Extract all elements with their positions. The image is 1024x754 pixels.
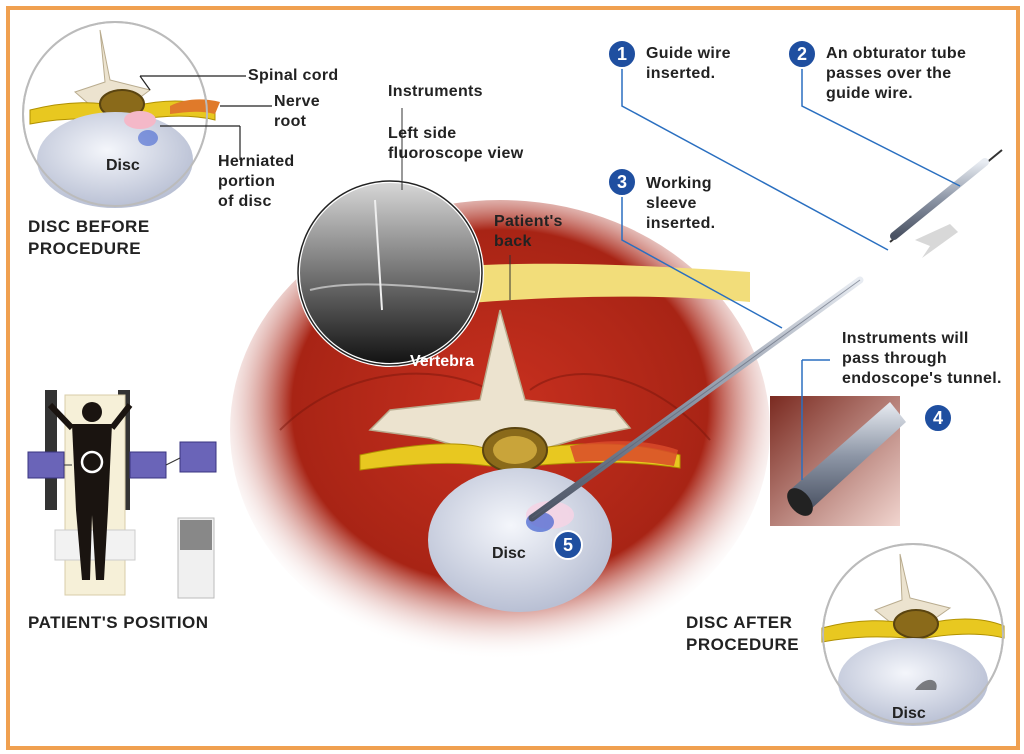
label-disc-after: Disc — [892, 705, 926, 722]
label-herniated-line-3: of disc — [218, 193, 272, 210]
step-leader-lines — [621, 62, 961, 329]
disc-before-illustration — [22, 21, 220, 208]
svg-text:3: 3 — [617, 172, 627, 192]
caption-after-line-1: DISC AFTER — [686, 613, 792, 632]
disc-after-illustration — [821, 543, 1005, 726]
label-vertebra: Vertebra — [410, 353, 474, 370]
step-1-text-line-2: inserted. — [646, 65, 715, 82]
endoscopic-discectomy-diagram: 1 2 3 4 5 Guide wire inserted. An obtura… — [22, 21, 1005, 726]
label-tunnel-line-1: Instruments will — [842, 330, 969, 347]
label-fluoro-line-1: Left side — [388, 125, 457, 142]
step-badge-2: 2 — [787, 39, 817, 69]
step-2-text-line-2: passes over the — [826, 65, 951, 82]
label-fluoro-line-2: fluoroscope view — [388, 145, 524, 162]
label-spinal-cord: Spinal cord — [248, 67, 338, 84]
patient-position-illustration — [27, 390, 217, 599]
step-3-text-line-2: sleeve — [646, 195, 697, 212]
guide-wire-tube — [889, 149, 1003, 243]
caption-before-line-1: DISC BEFORE — [28, 217, 150, 236]
label-patients-back-line-1: Patient's — [494, 213, 563, 230]
label-patients-back-line-2: back — [494, 233, 532, 250]
label-disc-main: Disc — [492, 545, 526, 562]
label-nerve-root-line-2: root — [274, 113, 307, 130]
label-herniated-line-1: Herniated — [218, 153, 295, 170]
svg-text:1: 1 — [617, 44, 627, 64]
svg-text:2: 2 — [797, 44, 807, 64]
step-badge-3: 3 — [607, 167, 637, 197]
step-badge-5: 5 — [553, 530, 583, 560]
label-herniated-line-2: portion — [218, 173, 275, 190]
svg-text:5: 5 — [563, 535, 573, 555]
step-2-text-line-1: An obturator tube — [826, 45, 966, 62]
label-nerve-root-line-1: Nerve — [274, 93, 320, 110]
caption-patient-position: PATIENT'S POSITION — [28, 613, 209, 632]
caption-before-line-2: PROCEDURE — [28, 239, 141, 258]
label-instruments: Instruments — [388, 83, 483, 100]
step-3-text-line-1: Working — [646, 175, 712, 192]
arrow-icon — [915, 224, 958, 258]
step-badge-4: 4 — [923, 403, 953, 433]
svg-text:4: 4 — [933, 408, 943, 428]
step-badge-1: 1 — [607, 39, 637, 69]
label-tunnel-line-3: endoscope's tunnel. — [842, 370, 1002, 387]
endoscope-inset — [770, 396, 906, 526]
step-3-text-line-3: inserted. — [646, 215, 715, 232]
disc — [428, 468, 612, 612]
step-1-text-line-1: Guide wire — [646, 45, 731, 62]
label-disc-before: Disc — [106, 157, 140, 174]
fluoroscope-view — [296, 179, 484, 367]
step-2-text-line-3: guide wire. — [826, 85, 913, 102]
label-tunnel-line-2: pass through — [842, 350, 947, 367]
caption-after-line-2: PROCEDURE — [686, 635, 799, 654]
diagram-frame: 1 2 3 4 5 Guide wire inserted. An obtura… — [6, 6, 1020, 750]
